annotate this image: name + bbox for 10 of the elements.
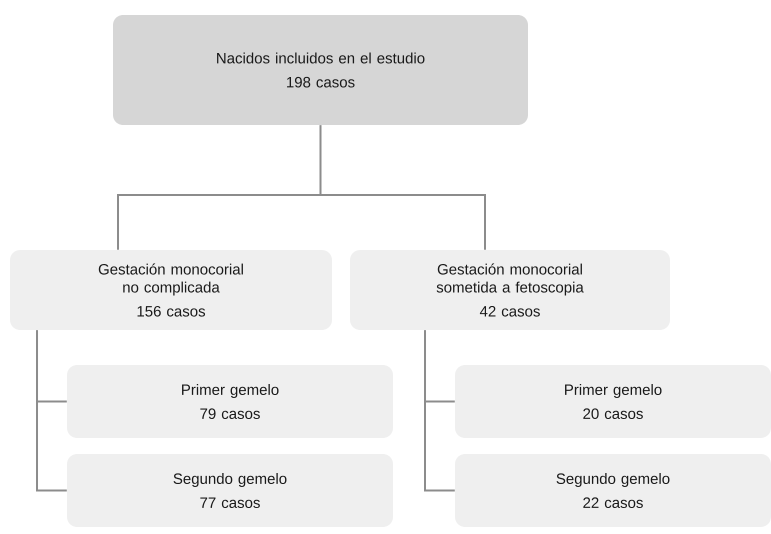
connector-line — [320, 125, 486, 250]
category-box: Gestación monocorial sometida a fetoscopia 42 casos — [350, 250, 670, 330]
subgroup-box: Segundo gemelo 77 casos — [67, 454, 393, 527]
subgroup-box: Primer gemelo 20 casos — [455, 365, 771, 438]
subgroup-box: Primer gemelo 79 casos — [67, 365, 393, 438]
subgroup-box: Segundo gemelo 22 casos — [455, 454, 771, 527]
connector-line — [424, 330, 455, 492]
group-box: Nacidos incluidos en el estudio 198 casos — [113, 15, 528, 125]
connector-line — [36, 330, 67, 492]
category-box: Gestación monocorial no complicada 156 casos — [10, 250, 332, 330]
